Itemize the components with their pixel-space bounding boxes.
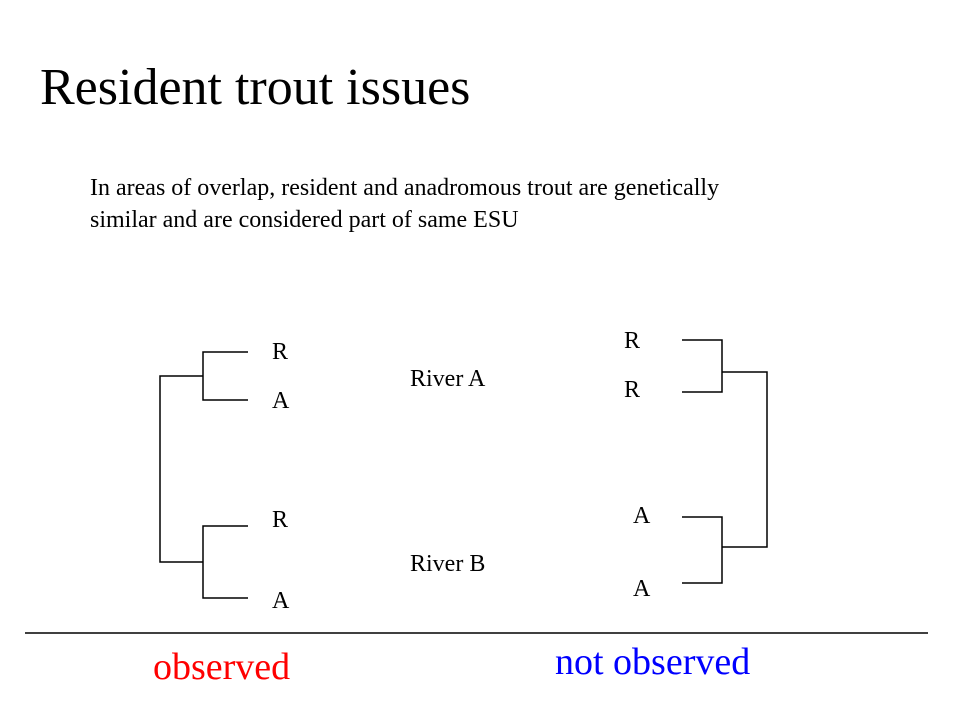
observed-leaf-label: R bbox=[272, 339, 289, 365]
body-text: In areas of overlap, resident and anadro… bbox=[90, 175, 720, 233]
slide-title: Resident trout issues bbox=[40, 59, 471, 116]
observed-leaf-label: A bbox=[272, 388, 290, 414]
observed-pair-bottom-bracket bbox=[202, 525, 248, 599]
not-observed-pair-bottom-bracket bbox=[682, 516, 723, 584]
not-observed-leaf-label: R bbox=[624, 377, 641, 403]
not-observed-root-bracket bbox=[722, 371, 768, 548]
observed-caption: observed bbox=[153, 646, 291, 688]
not-observed-leaf-label: R bbox=[624, 328, 641, 354]
observed-leaf-label: A bbox=[272, 588, 290, 614]
not-observed-caption: not observed bbox=[555, 641, 751, 683]
observed-pair-top-bracket bbox=[202, 351, 248, 401]
observed-leaf-label: R bbox=[272, 507, 289, 533]
river-b-label: River B bbox=[410, 551, 486, 577]
not-observed-leaf-label: A bbox=[633, 576, 651, 602]
not-observed-leaf-label: A bbox=[633, 503, 651, 529]
not-observed-pair-top-bracket bbox=[682, 339, 723, 393]
observed-root-bracket bbox=[159, 375, 203, 563]
river-a-label: River A bbox=[410, 366, 486, 392]
